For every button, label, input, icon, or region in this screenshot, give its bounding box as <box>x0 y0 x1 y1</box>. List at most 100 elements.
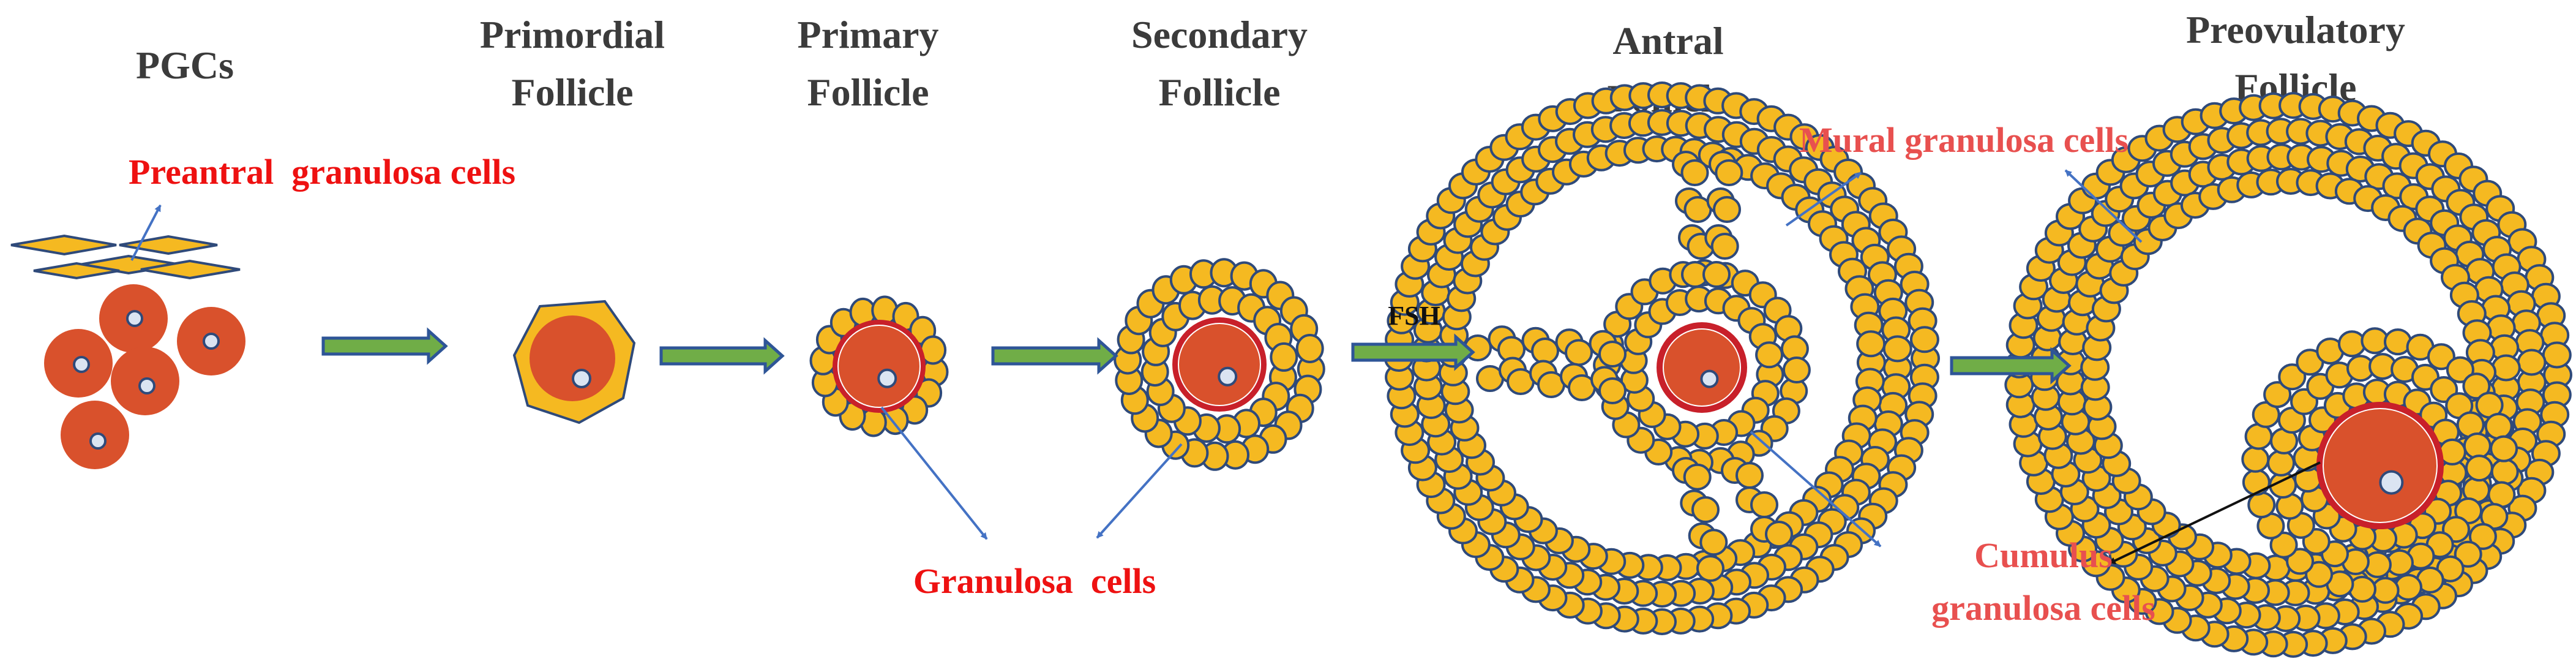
title-preovulatory-line1: Preovulatory <box>2186 8 2405 51</box>
pointer-arrow-icon <box>2108 461 2321 565</box>
flat-granulosa-cell <box>119 235 218 255</box>
title-primordial-line2: Follicle <box>511 70 633 114</box>
granulosa-cell-icon <box>1710 233 1739 260</box>
pgcs-cluster <box>10 205 245 469</box>
granulosa-cell-icon <box>2490 435 2518 462</box>
granulosa-cell-icon <box>1765 521 1793 548</box>
granulosa-cell-icon <box>2490 458 2519 486</box>
granulosa-cell-icon <box>2446 356 2474 383</box>
nucleus-icon <box>203 333 220 350</box>
antral-follicle <box>1384 81 1940 635</box>
nucleus-icon <box>572 369 591 388</box>
granulosa-cell-icon <box>1856 330 1886 358</box>
preovulatory-follicle <box>2004 92 2572 658</box>
granulosa-cell-icon <box>2286 548 2315 575</box>
pointer-arrow-icon <box>1096 443 1183 539</box>
title-primary-line1: Primary <box>798 13 939 56</box>
nucleus-icon <box>126 310 143 327</box>
stage-arrow-icon <box>991 337 1118 375</box>
granulosa-cell-icon <box>1295 334 1324 363</box>
granulosa-cell-icon <box>1680 159 1709 186</box>
nucleus-icon <box>138 377 155 394</box>
nucleus-icon <box>2379 470 2404 495</box>
nucleus-icon <box>89 432 107 450</box>
granulosa-cell-icon <box>2462 372 2491 400</box>
nucleus-icon <box>877 368 897 388</box>
oocyte-icon <box>530 315 615 401</box>
title-secondary-line1: Secondary <box>1131 13 1308 56</box>
granulosa-cell-icon <box>1735 462 1764 489</box>
stage-arrow-icon <box>1950 347 2072 385</box>
oocyte-icon <box>839 326 919 407</box>
granulosa-cell-icon <box>1755 341 1784 369</box>
granulosa-cell-icon <box>1699 529 1728 556</box>
label-preantral-granulosa-cells: Preantral granulosa cells <box>129 152 515 192</box>
granulosa-cell-icon <box>2468 523 2497 550</box>
granulosa-cell-icon <box>1715 159 1743 186</box>
nucleus-icon <box>1218 366 1238 387</box>
stage-arrow-icon <box>1351 333 1475 371</box>
granulosa-cell-icon <box>2427 343 2455 371</box>
granulosa-cell-icon <box>2542 341 2572 369</box>
granulosa-cell-icon <box>2263 381 2292 409</box>
granulosa-cell-icon <box>1565 339 1593 366</box>
title-pgcs: PGCs <box>136 43 234 87</box>
flat-granulosa-cell <box>140 259 241 280</box>
primordial-germ-cells <box>44 284 245 469</box>
oocyte-icon <box>1179 324 1260 405</box>
primordial-follicle <box>512 300 636 424</box>
granulosa-cell-icon <box>2267 449 2296 477</box>
granulosa-cell-icon <box>1598 341 1627 368</box>
nucleus-icon <box>73 356 90 373</box>
oocyte-icon <box>2324 409 2436 522</box>
granulosa-cell-icon <box>1683 463 1712 491</box>
pointer-arrow-icon <box>1750 431 1882 548</box>
pointer-arrow-icon <box>1785 172 1862 227</box>
granulosa-cell-icon <box>2394 573 2422 601</box>
granulosa-cell-icon <box>2242 469 2271 496</box>
flat-granulosa-cell <box>33 262 120 280</box>
title-primordial-line1: Primordial <box>480 13 665 56</box>
secondary-follicle <box>1114 258 1325 471</box>
granulosa-cell-icon <box>1702 261 1731 288</box>
granulosa-cell-icon <box>2269 531 2298 559</box>
granulosa-cell-icon <box>1750 491 1778 518</box>
granulosa-cell-icon <box>2465 455 2493 482</box>
primary-follicle <box>809 295 949 437</box>
stage-arrows <box>321 327 2072 385</box>
pointer-lines <box>880 169 2143 548</box>
granulosa-cell-icon <box>1713 196 1741 223</box>
title-secondary-line2: Follicle <box>1158 70 1280 114</box>
granulosa-cell-icon <box>2247 491 2276 519</box>
granulosa-cell-icon <box>1909 326 1939 353</box>
label-mural-granulosa-cells: Mural granulosa cells <box>1799 120 2129 160</box>
pointer-arrow-icon <box>880 406 988 540</box>
granulosa-cell-icon <box>2463 432 2492 459</box>
granulosa-cell-icon <box>2278 363 2307 391</box>
granulosa-cell-icon <box>1598 377 1627 404</box>
granulosa-cell-icon <box>2338 330 2366 358</box>
granulosa-cell-icon <box>1531 338 1559 364</box>
oocyte-icon <box>1664 330 1740 406</box>
label-fsh: FSH <box>1388 301 1440 331</box>
granulosa-cell-icon <box>2454 540 2482 568</box>
stage-arrow-icon <box>659 337 785 375</box>
label-cumulus-line1: Cumulus <box>1974 535 2113 575</box>
granulosa-cell-icon <box>1882 335 1912 363</box>
stage-arrow-icon <box>321 327 448 365</box>
title-primary-line2: Follicle <box>807 70 929 114</box>
granulosa-cell-icon <box>2491 354 2521 382</box>
nucleus-icon <box>1700 369 1719 388</box>
granulosa-cell-icon <box>1782 357 1811 383</box>
granulosa-cell-icon <box>2241 445 2270 473</box>
granulosa-cell-icon <box>1696 555 1724 582</box>
pointer-arrow-icon <box>130 205 162 261</box>
preantral-granulosa-cells <box>10 234 241 280</box>
granulosa-cell-icon <box>1691 496 1720 523</box>
granulosa-cell-icon <box>2517 349 2547 376</box>
granulosa-cell-icon <box>1270 342 1298 372</box>
title-antral-line1: Antral <box>1612 19 1723 62</box>
label-granulosa-cells: Granulosa cells <box>913 561 1156 601</box>
label-cumulus-line2: granulosa cells <box>1931 588 2155 628</box>
